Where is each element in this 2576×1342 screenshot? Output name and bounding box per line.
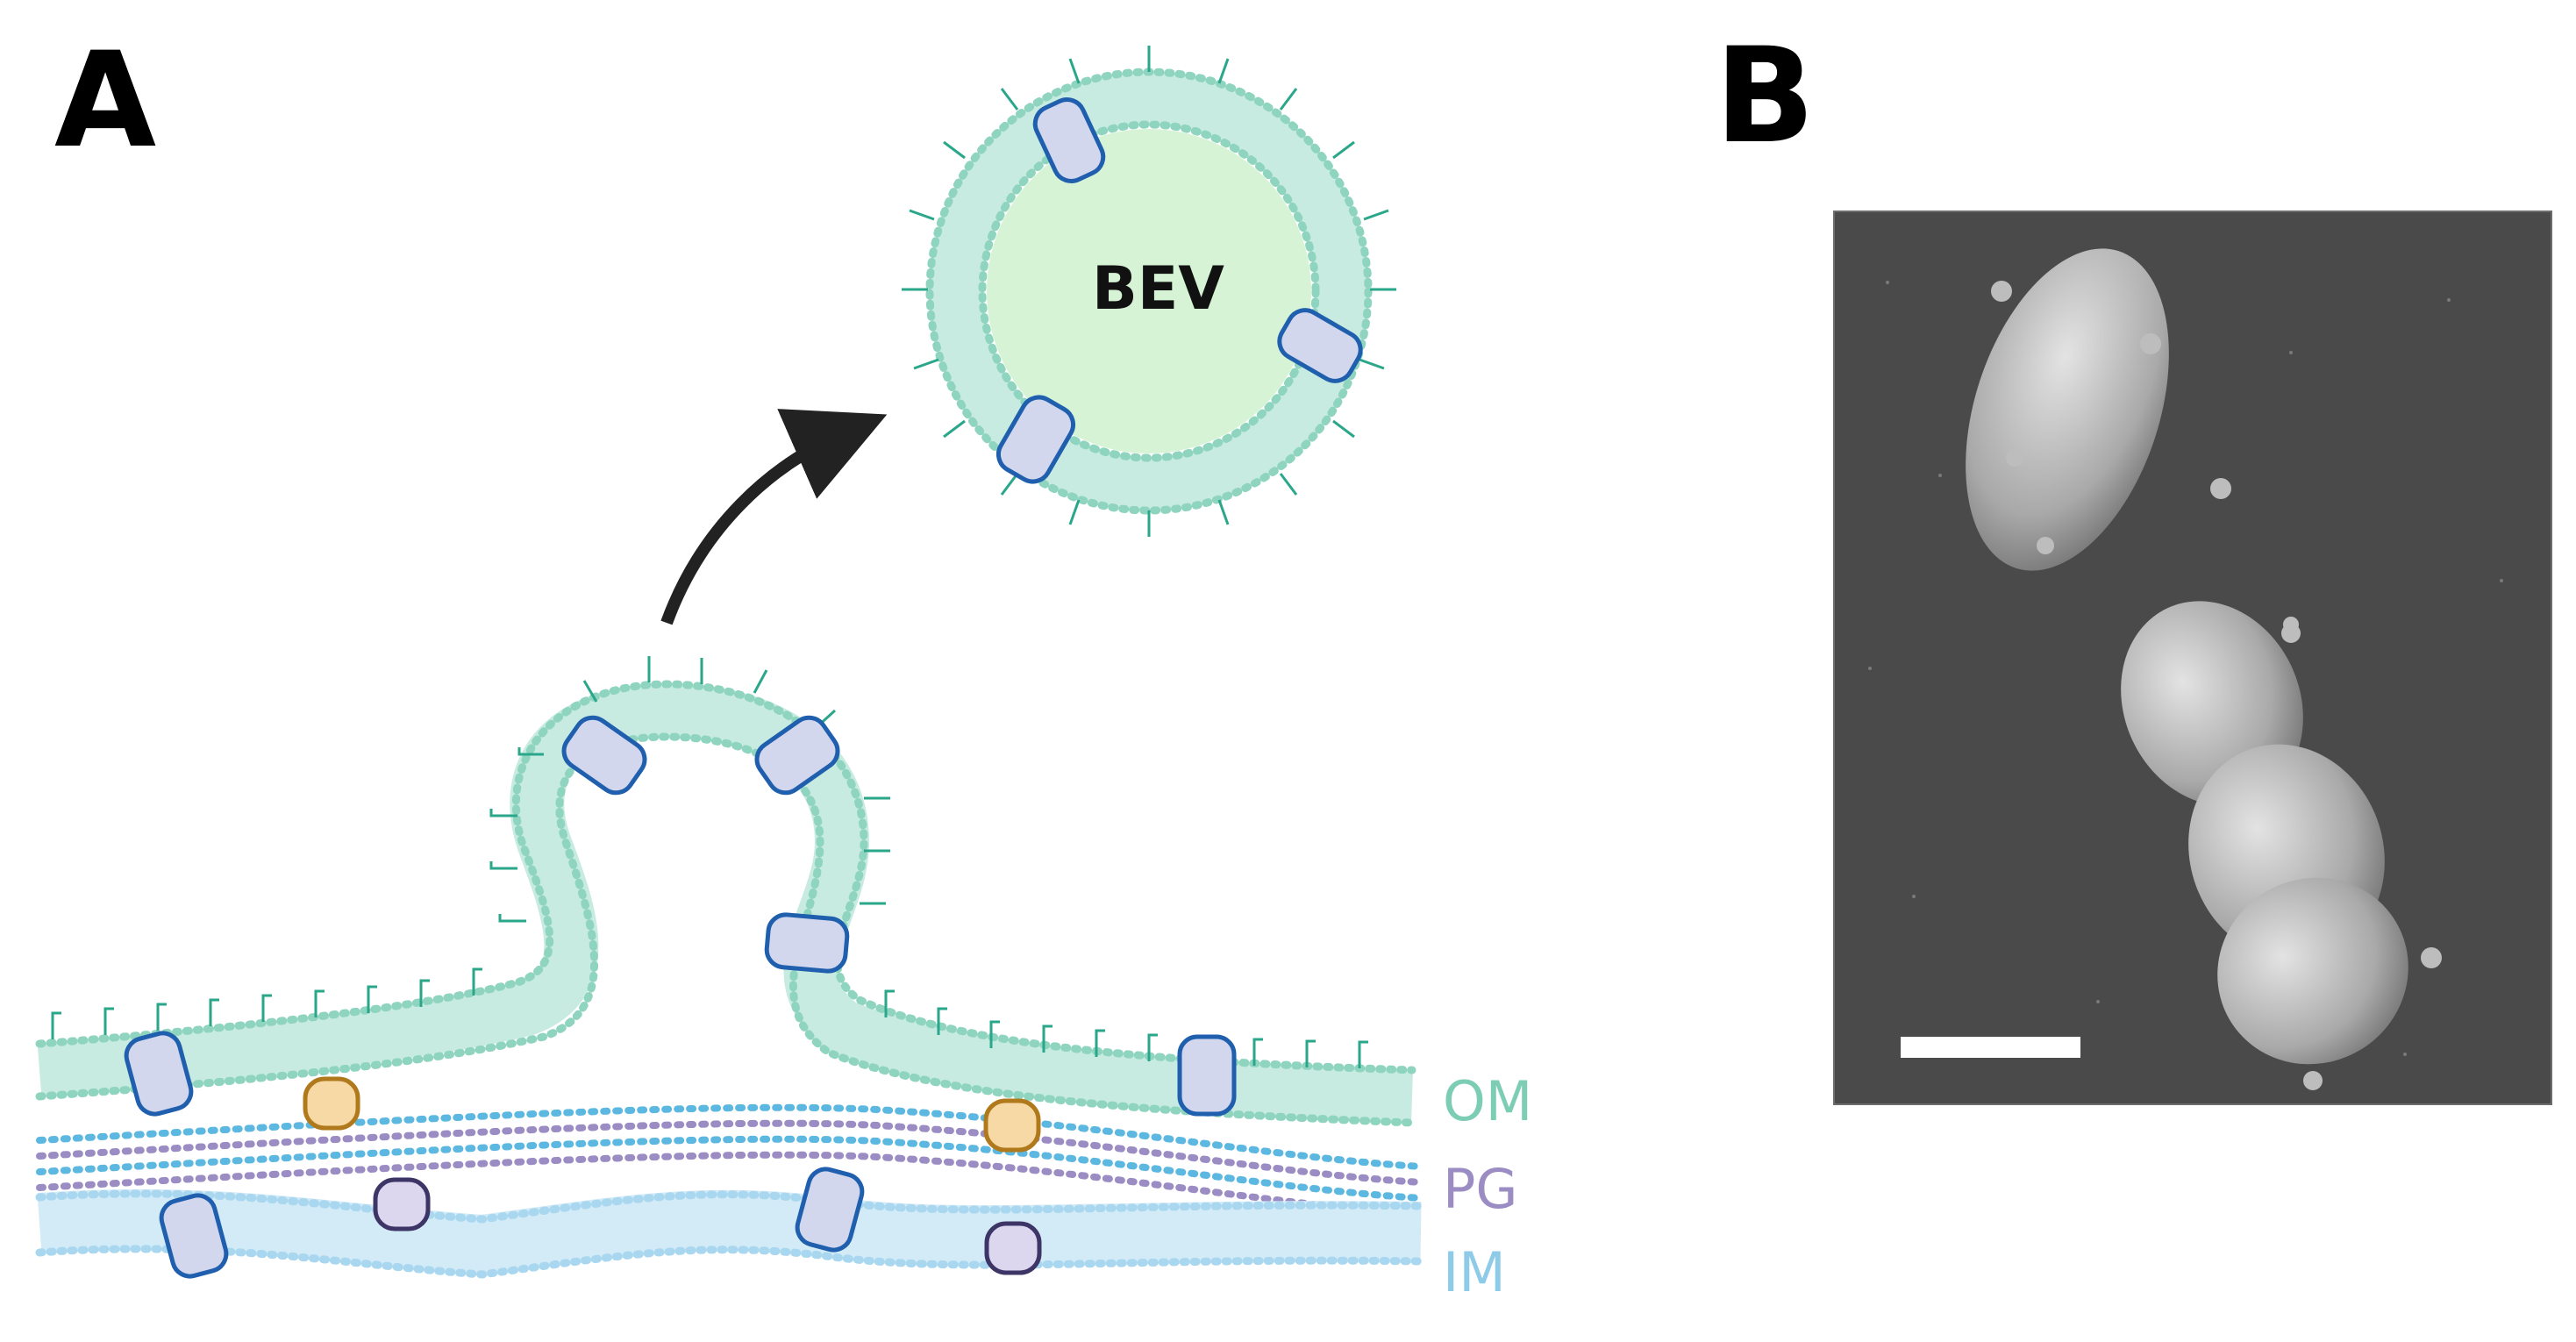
curved-arrow [660, 409, 888, 625]
inner-membrane-label: IM [1443, 1240, 1506, 1304]
inner-membrane [35, 1189, 1425, 1279]
panel-a-label: A [54, 25, 157, 177]
vesicle-label: BEV [1092, 254, 1224, 324]
scale-bar [1901, 1037, 2080, 1058]
sem-bacteria-image [1835, 212, 2551, 1103]
lipoproteins [303, 1076, 1041, 1153]
peptidoglycan-label: PG [1443, 1157, 1518, 1221]
periplasmic-proteins [373, 1177, 1042, 1275]
outer-membrane [35, 680, 1416, 1127]
outer-membrane-label: OM [1443, 1069, 1533, 1133]
sem-micrograph [1833, 211, 2552, 1105]
membrane-proteins [124, 715, 1237, 1279]
bev-vesicle [902, 46, 1396, 537]
panel-b-label: B [1715, 20, 1816, 173]
